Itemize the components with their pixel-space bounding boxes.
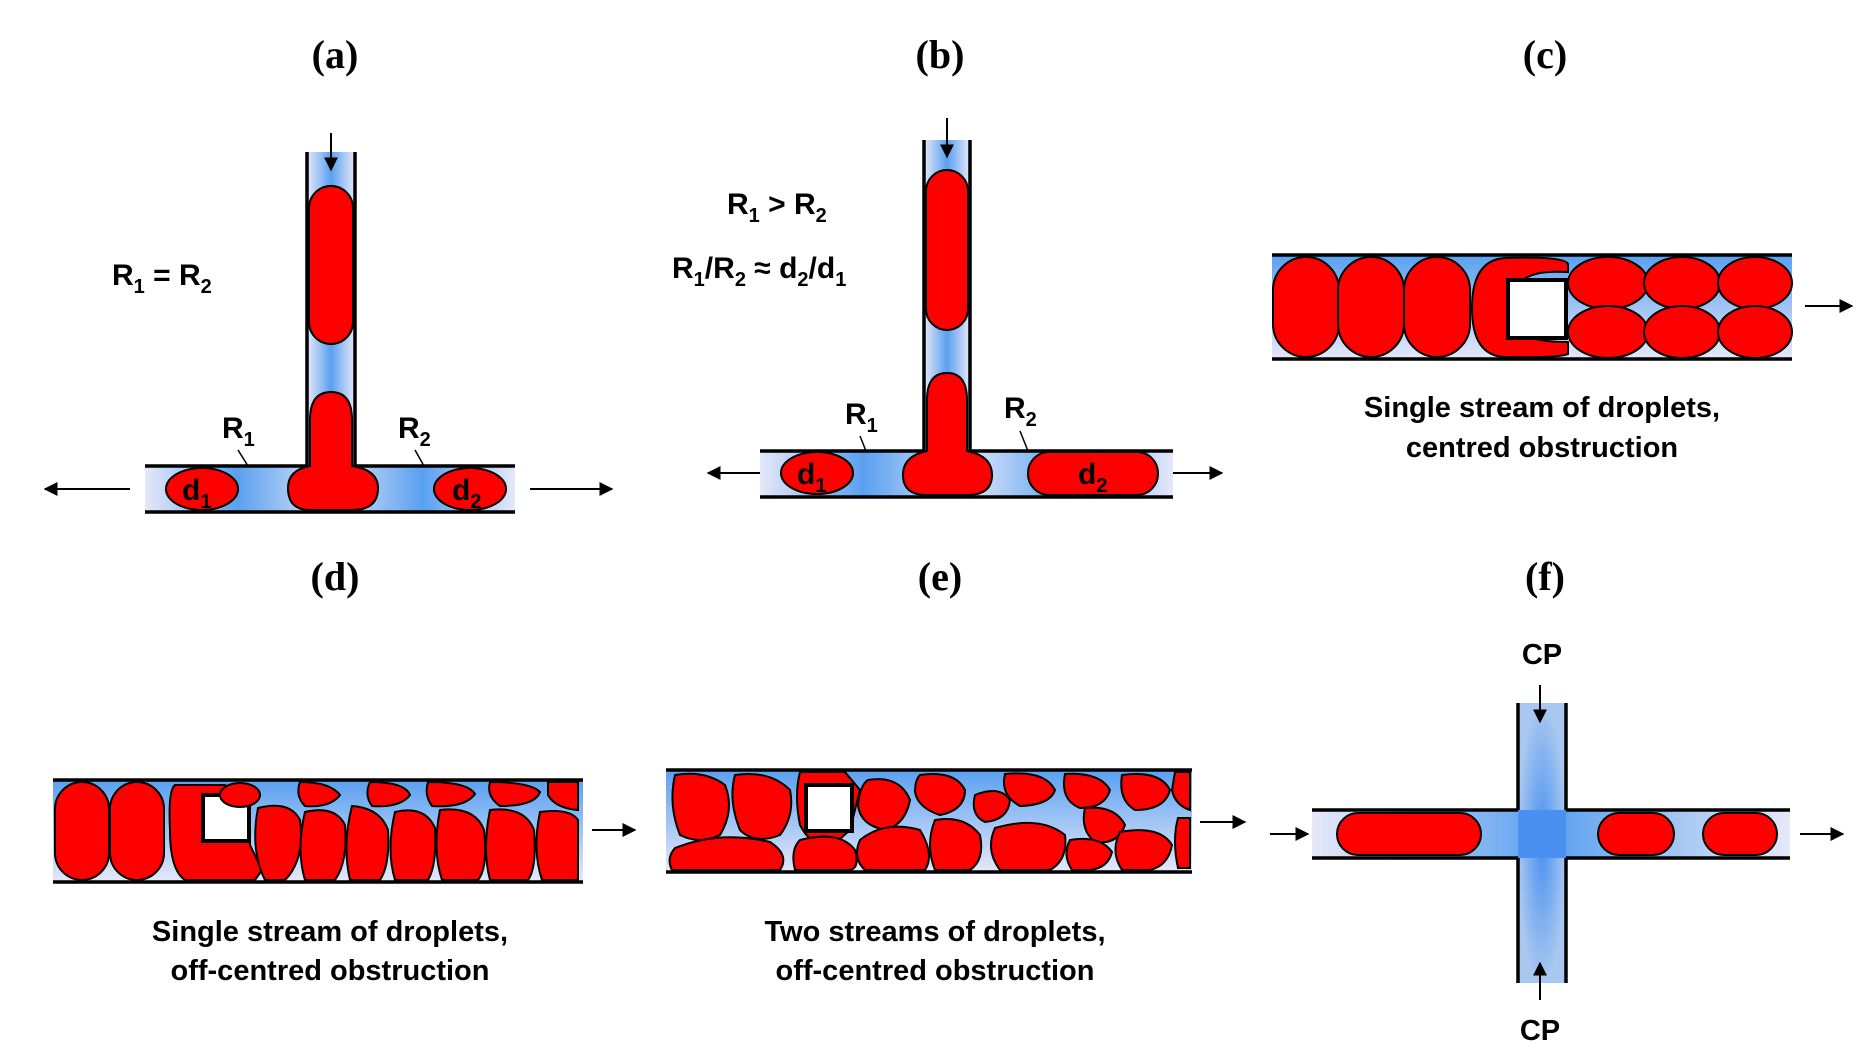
relation-b-2: R1/R2 ≈ d2/d1: [672, 252, 846, 291]
panel-c-centred-obstruction: Single stream of droplets, centred obstr…: [1272, 253, 1854, 464]
droplet: [1643, 305, 1721, 359]
droplet: [1082, 806, 1127, 844]
droplet: [297, 780, 342, 808]
droplet: [1170, 771, 1191, 812]
droplet: [299, 809, 347, 881]
droplet: [547, 781, 579, 812]
caption-d-line2: off-centred obstruction: [171, 955, 490, 987]
caption-c-line2: centred obstruction: [1406, 432, 1678, 464]
droplet: [731, 773, 793, 840]
droplet: [1717, 256, 1793, 310]
panel-label-b: (b): [916, 32, 965, 77]
droplet: [366, 780, 412, 808]
caption-d-line1: Single stream of droplets,: [152, 916, 508, 948]
droplet: [308, 185, 354, 345]
droplet: [254, 804, 302, 881]
droplet: [1174, 817, 1191, 869]
droplet: [1702, 812, 1778, 856]
droplet: [1065, 837, 1114, 871]
droplet: [1114, 829, 1174, 871]
droplet: [488, 780, 542, 808]
droplet: [345, 804, 390, 881]
droplet: [972, 790, 1012, 824]
droplet: [1567, 305, 1649, 359]
droplet: [990, 821, 1067, 871]
panel-label-e: (e): [918, 554, 962, 599]
droplet-splitting: [901, 371, 994, 496]
label-d1: d1: [797, 458, 826, 497]
relation-b-1: R1 > R2: [727, 188, 827, 227]
relation-a: R1 = R2: [112, 259, 212, 298]
caption-e-line2: off-centred obstruction: [776, 955, 1095, 987]
panel-label-f: (f): [1525, 554, 1565, 599]
droplet: [1003, 772, 1057, 808]
droplet: [913, 773, 967, 817]
panel-label-c: (c): [1523, 32, 1567, 77]
panel-d-offcentred-obstruction: Single stream of droplets, off-centred o…: [53, 778, 637, 987]
droplet: [54, 781, 110, 881]
label-d2: d2: [452, 474, 481, 513]
droplet: [1597, 812, 1675, 856]
droplet: [1643, 256, 1721, 310]
cp-label-bottom: CP: [1520, 1015, 1560, 1047]
droplet: [219, 782, 261, 808]
droplet: [1120, 773, 1172, 812]
obstruction: [804, 783, 854, 833]
droplet-d1: [165, 467, 239, 511]
panel-f-cross-junction: CP CP: [1270, 639, 1845, 1047]
droplet: [792, 835, 858, 871]
droplet: [855, 825, 930, 871]
panel-label-a: (a): [312, 32, 359, 77]
panel-a-tjunction: d1 d2 R1 = R2 R1 R2: [43, 133, 614, 514]
label-r1: R1: [845, 398, 878, 437]
droplet: [1567, 256, 1649, 310]
droplet: [435, 808, 487, 881]
droplet: [929, 818, 983, 871]
label-d2: d2: [1078, 458, 1107, 497]
droplet: [1063, 772, 1112, 810]
droplet: [389, 809, 437, 881]
label-r2: R2: [1004, 392, 1037, 431]
droplet-d1: [780, 451, 854, 495]
panel-label-d: (d): [311, 554, 360, 599]
droplet: [1272, 256, 1340, 358]
droplet: [425, 780, 477, 808]
droplet-splitting: [286, 390, 380, 511]
droplet-d2: [433, 467, 507, 511]
droplet: [485, 808, 536, 881]
droplet: [668, 836, 785, 871]
droplet: [1336, 812, 1482, 856]
caption-e-line1: Two streams of droplets,: [764, 916, 1105, 948]
droplet: [1403, 256, 1471, 358]
droplet: [109, 781, 165, 881]
droplet: [535, 810, 579, 881]
obstruction: [1506, 278, 1568, 340]
droplet: [671, 772, 730, 841]
label-r2: R2: [398, 412, 431, 451]
droplet-d2: [1027, 451, 1159, 496]
droplet: [925, 169, 969, 331]
label-d1: d1: [182, 474, 211, 513]
droplet: [1337, 256, 1405, 358]
panel-b-tjunction: d1 d2 R1 > R2 R1/R2 ≈ d2/d1 R1 R2: [672, 118, 1224, 499]
panel-e-two-streams: Two streams of droplets, off-centred obs…: [666, 768, 1247, 987]
caption-c-line1: Single stream of droplets,: [1364, 392, 1720, 424]
cp-label-top: CP: [1522, 639, 1562, 671]
droplet: [1717, 305, 1793, 359]
label-r1: R1: [222, 412, 255, 451]
